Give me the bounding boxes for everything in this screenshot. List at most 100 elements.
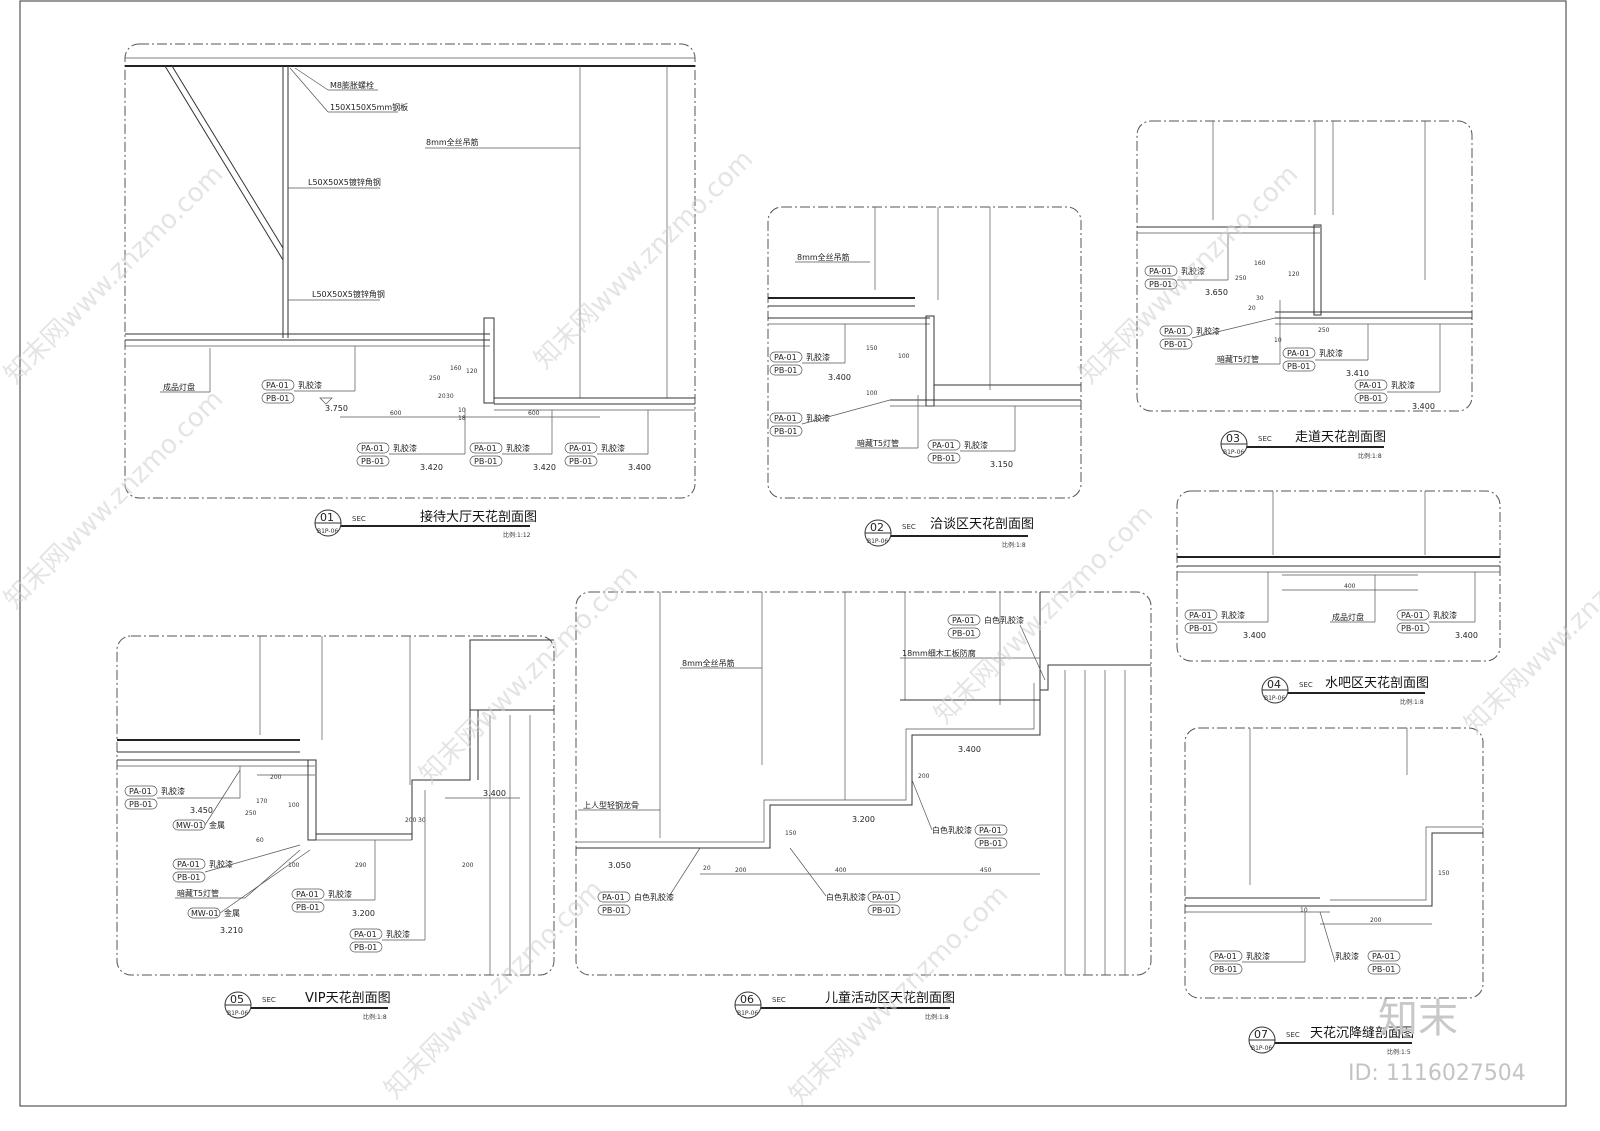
- label-t5-tube: 暗藏T5灯管: [1217, 354, 1259, 364]
- tag-pb-text: PB-01: [361, 457, 384, 466]
- dim-600a: 600: [390, 410, 402, 417]
- drop-outline: [1330, 832, 1483, 907]
- tag-pb-text: PB-01: [266, 394, 289, 403]
- level-3400d: 3.400: [1243, 631, 1266, 640]
- tag-pa-text: PA-01: [1149, 267, 1172, 276]
- dim-200f: 200: [735, 867, 747, 874]
- tag-pa-text: PA-01: [569, 444, 592, 453]
- tag-pa-text: PA-01: [266, 381, 289, 390]
- section-07: 200 150 10 PA-01 乳胶漆 PB-01 乳胶漆 PA-01 PB-…: [1184, 727, 1484, 1056]
- leader-line: [204, 769, 241, 826]
- section-scale: 比例:1:8: [363, 1013, 387, 1021]
- cove-box: [1313, 224, 1322, 316]
- tag-pb-text: PB-01: [932, 454, 955, 463]
- tag-pb: [947, 627, 981, 639]
- dim-18a: 18: [458, 415, 466, 422]
- tag-pb: [1396, 622, 1430, 634]
- tag-pb-text: PB-01: [296, 903, 319, 912]
- dim-150f: 150: [785, 830, 797, 837]
- tag-pa-text: PA-01: [177, 860, 200, 869]
- tag-pb: [867, 904, 901, 916]
- dim-150g: 150: [1438, 870, 1450, 877]
- tag-pb-text: PB-01: [774, 366, 797, 375]
- section-number: 01: [320, 511, 334, 524]
- label-plywood-board: 18mm细木工板防腐: [902, 648, 976, 658]
- tag-pb: [1282, 360, 1316, 372]
- tag-pa: [867, 891, 901, 903]
- drop-outline: [1330, 826, 1483, 901]
- tag-latex-text: 乳胶漆: [393, 443, 417, 453]
- tag-latex-text: 乳胶漆: [806, 352, 830, 362]
- level-3150: 3.150: [990, 460, 1013, 469]
- level-3050: 3.050: [608, 861, 631, 870]
- tag-pa: [769, 351, 803, 363]
- tag-pb-text: PB-01: [129, 800, 152, 809]
- soffit-outline: [411, 709, 479, 840]
- tag-pa-text: PA-01: [774, 353, 797, 362]
- tag-latex-text: 乳胶漆: [161, 786, 185, 796]
- section-07-frame: [1184, 727, 1484, 999]
- tag-latex-text: 乳胶漆: [1433, 610, 1457, 620]
- tag-pb: [469, 455, 503, 467]
- leader-line: [1019, 624, 1046, 681]
- tag-pa-text: PA-01: [1359, 381, 1382, 390]
- leader-line: [204, 844, 301, 873]
- section-03: PA-01 乳胶漆 PB-01 3.650 250 160 120 250 10…: [1136, 120, 1473, 460]
- tag-pa: [172, 858, 206, 870]
- leader-line: [801, 399, 891, 425]
- tag-pb-text: PB-01: [979, 839, 1002, 848]
- tag-pb: [1184, 622, 1218, 634]
- tag-pb-text: PB-01: [602, 906, 625, 915]
- dim-100e: 100: [288, 802, 300, 809]
- tag-pb-text: PB-01: [872, 906, 895, 915]
- section-sec: SEC: [1286, 1031, 1300, 1039]
- tag-pb: [349, 941, 383, 953]
- dim-250a: 250: [429, 375, 441, 382]
- tag-latex-text: 乳胶漆: [1221, 610, 1245, 620]
- watermark-text: 知末网www.znzmo.com: [1074, 159, 1305, 390]
- tag-pa-text: PA-01: [1189, 611, 1212, 620]
- tag-pa: [349, 928, 383, 940]
- tag-pa-text: PA-01: [602, 893, 625, 902]
- watermark-text: 知末网www.znzmo.com: [379, 874, 610, 1105]
- tag-pb-text: PB-01: [1401, 624, 1424, 633]
- section-number: 02: [870, 521, 884, 534]
- tag-pb: [1159, 338, 1193, 350]
- dim-200e2: 200: [405, 817, 417, 824]
- dim-200g: 200: [1370, 917, 1382, 924]
- tag-mw-text: MW-01: [191, 909, 219, 918]
- section-title: 水吧区天花剖面图: [1325, 675, 1429, 691]
- section-ref: B1P-06: [737, 1010, 758, 1017]
- section-scale: 比例:1:8: [1358, 452, 1382, 460]
- dim-120c: 120: [1288, 271, 1300, 278]
- tag-pb: [927, 452, 961, 464]
- tag-pa: [124, 785, 158, 797]
- tag-pb: [1354, 392, 1388, 404]
- leader-line: [289, 67, 329, 113]
- watermark-text: 知末网www.znzmo.com: [529, 144, 760, 375]
- tag-latex-text: 乳胶漆: [1319, 348, 1343, 358]
- dim-200e: 200: [270, 774, 282, 781]
- tag-latex-text: 乳胶漆: [964, 440, 988, 450]
- tag-latex-text: 乳胶漆: [1181, 266, 1205, 276]
- section-scale: 比例:1:8: [1002, 541, 1026, 549]
- tag-metal-text: 金属: [224, 908, 240, 918]
- dim-250c2: 250: [1318, 327, 1330, 334]
- tag-pa-text: PA-01: [872, 893, 895, 902]
- leader-line: [667, 847, 701, 899]
- level-3210: 3.210: [220, 926, 243, 935]
- label-white-latex: 白色乳胶漆: [826, 892, 866, 902]
- product-id: ID: 1116027504: [1348, 1061, 1526, 1086]
- level-3400f: 3.400: [483, 789, 506, 798]
- tag-pb: [597, 904, 631, 916]
- dim-30a: 30: [446, 393, 454, 400]
- wall-outline: [1039, 592, 1151, 691]
- dim-100c: 100: [866, 390, 878, 397]
- section-number: 03: [1226, 432, 1240, 445]
- section-sec: SEC: [772, 996, 786, 1004]
- sheet-border: [19, 0, 1567, 1107]
- watermark-text: 知末网www.znzmo.com: [0, 159, 229, 390]
- section-sec: SEC: [352, 515, 366, 523]
- tag-latex-text: 乳胶漆: [601, 443, 625, 453]
